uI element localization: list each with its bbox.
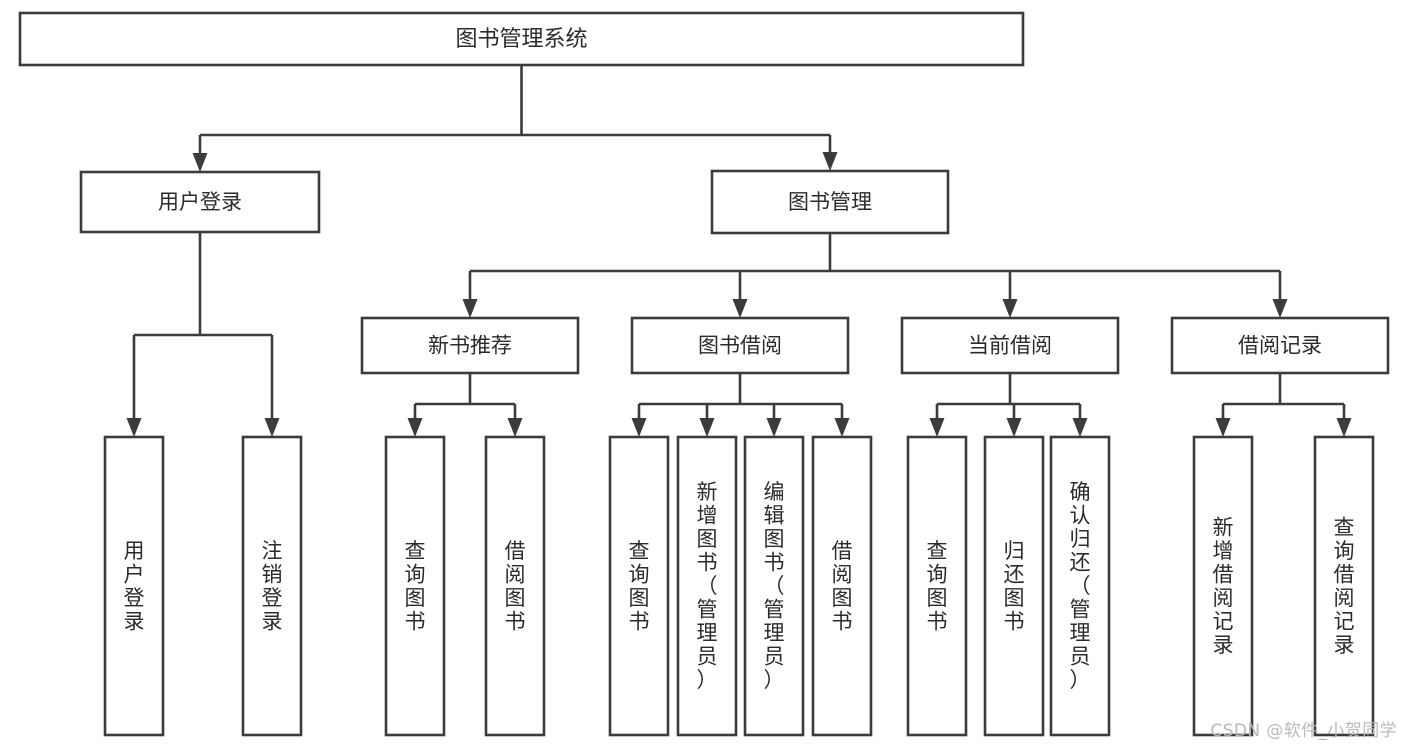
arrow-head-icon [834,418,850,437]
leaf-node-label: 用户登录 [124,539,145,634]
leaf-node-label: 确认归还（管理员） [1070,480,1091,692]
leaf-node-查询借阅记录-12[interactable]: 查询借阅记录 [1313,435,1375,737]
arrow-head-icon [1336,418,1352,437]
arrow-head-icon [192,153,208,172]
leaf-node-label: 查询图书 [405,539,426,634]
node-label: 图书管理系统 [455,27,587,52]
arrow-head-icon [462,299,478,318]
leaf-node-label: 借阅图书 [505,539,526,634]
leaf-node-查询图书-4[interactable]: 查询图书 [608,435,670,737]
leaf-node-确认归还管理员-10[interactable]: 确认归还（管理员） [1049,435,1111,737]
node-新书推荐-new_book_rec[interactable]: 新书推荐 [360,316,580,375]
node-图书管理-book_manage[interactable]: 图书管理 [710,169,950,235]
arrow-head-icon [766,418,782,437]
leaf-node-新增图书管理员-5[interactable]: 新增图书（管理员） [676,435,738,737]
node-借阅记录-borrow_record[interactable]: 借阅记录 [1170,316,1390,375]
leaf-node-label: 新增图书（管理员） [697,480,718,692]
node-label: 图书管理 [788,190,872,214]
node-label: 借阅记录 [1238,334,1322,358]
arrow-head-icon [126,418,142,437]
node-图书借阅-book_borrow[interactable]: 图书借阅 [630,316,850,375]
arrow-head-icon [1272,299,1288,318]
leaf-node-查询图书-2[interactable]: 查询图书 [384,435,446,737]
node-当前借阅-current_borrow[interactable]: 当前借阅 [900,316,1120,375]
leaf-node-label: 查询借阅记录 [1334,515,1355,657]
arrow-head-icon [507,418,523,437]
leaf-node-label: 查询图书 [927,539,948,634]
leaf-node-label: 借阅图书 [832,539,853,634]
arrow-head-icon [1072,418,1088,437]
arrow-head-icon [929,418,945,437]
leaf-node-label: 归还图书 [1004,539,1025,634]
leaf-node-label: 编辑图书（管理员） [764,480,785,692]
node-label: 新书推荐 [428,334,512,358]
arrow-head-icon [1215,418,1231,437]
node-label: 图书借阅 [698,334,782,358]
connector-layer [126,65,1352,437]
node-label: 当前借阅 [968,334,1052,358]
leaf-node-借阅图书-3[interactable]: 借阅图书 [484,435,546,737]
leaf-node-label: 注销登录 [262,539,283,634]
node-label: 用户登录 [158,190,242,214]
leaf-node-编辑图书管理员-6[interactable]: 编辑图书（管理员） [743,435,805,737]
arrow-head-icon [732,299,748,318]
arrow-head-icon [1002,299,1018,318]
leaf-node-label: 新增借阅记录 [1213,515,1234,657]
arrow-head-icon [407,418,423,437]
node-layer: 图书管理系统用户登录图书管理新书推荐图书借阅当前借阅借阅记录用户登录注销登录查询… [18,11,1390,737]
leaf-node-label: 查询图书 [629,539,650,634]
leaf-node-用户登录-0[interactable]: 用户登录 [103,435,165,737]
arrow-head-icon [264,418,280,437]
leaf-node-查询图书-8[interactable]: 查询图书 [906,435,968,737]
arrow-head-icon [1006,418,1022,437]
leaf-node-注销登录-1[interactable]: 注销登录 [241,435,303,737]
leaf-node-归还图书-9[interactable]: 归还图书 [983,435,1045,737]
leaf-node-新增借阅记录-11[interactable]: 新增借阅记录 [1192,435,1254,737]
node-图书管理系统-root[interactable]: 图书管理系统 [18,11,1025,67]
arrow-head-icon [631,418,647,437]
leaf-node-借阅图书-7[interactable]: 借阅图书 [811,435,873,737]
node-用户登录-user_login[interactable]: 用户登录 [79,170,321,234]
arrow-head-icon [699,418,715,437]
arrow-head-icon [822,152,838,171]
